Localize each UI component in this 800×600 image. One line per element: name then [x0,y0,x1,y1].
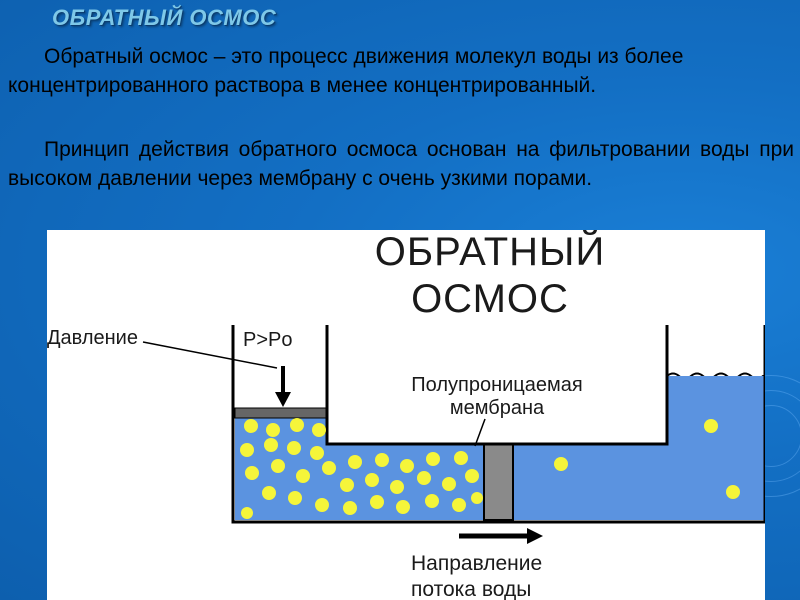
diagram-title-line2: ОСМОС [411,277,569,321]
solute-particles [240,418,483,519]
membrane-label-line1: Полупроницаемая [411,374,582,396]
flow-arrow-head [527,528,543,544]
pressure-formula: P>Po [243,329,292,351]
inner-vessel [327,325,667,443]
flow-label-line2: потока воды [411,578,531,600]
membrane-pointer-line [474,418,486,447]
flow-label-line1: Направление [411,552,542,575]
reverse-osmosis-diagram: ОБРАТНЫЙ ОСМОС [47,230,765,600]
principle-paragraph: Принцип действия обратного осмоса основа… [8,138,794,190]
membrane-label-line2: мембрана [450,397,545,419]
pressure-label: Давление [47,327,138,349]
vessel-outline [231,325,765,524]
right-solution-top [667,376,765,446]
pressure-pointer-line [142,341,278,369]
slide-title: ОБРАТНЫЙ ОСМОС [52,5,277,30]
diagram-title-line1: ОБРАТНЫЙ [375,230,605,274]
membrane [483,443,514,521]
right-solution-lower [513,444,765,520]
definition-paragraph: Обратный осмос – это процесс движения мо… [8,45,684,97]
pressure-arrow-head [275,392,291,407]
inner-vessel-outline [325,325,669,446]
piston [234,407,328,419]
dilute-particles [554,419,740,499]
